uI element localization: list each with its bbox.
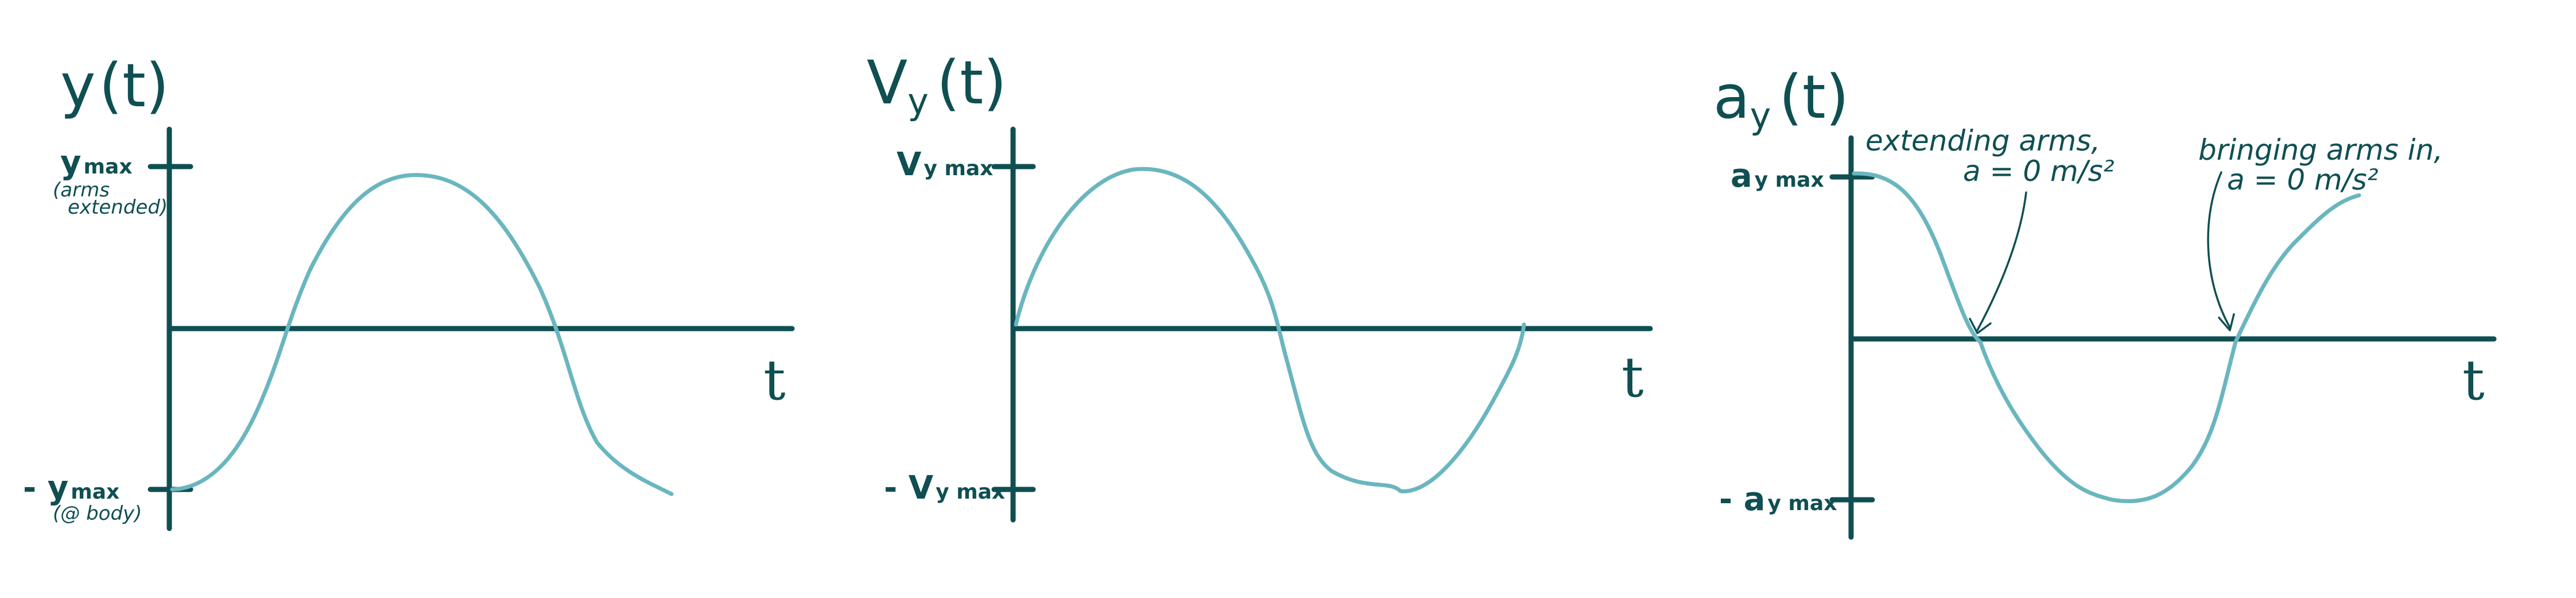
- annotation-arrowhead-1: [1969, 318, 1992, 334]
- acceleration-graph-title: ay(t): [1713, 62, 1849, 137]
- annotation-extending-arms: extending arms,: [1865, 124, 2100, 157]
- position-graph-title: y(t): [60, 51, 169, 121]
- annotation-bringing-accel: a = 0 m/s²: [2227, 163, 2379, 196]
- acceleration-curve: [1852, 171, 2361, 503]
- annotation-bringing-arms: bringing arms in,: [2198, 133, 2443, 167]
- position-max-note-line2: extended): [68, 196, 168, 219]
- position-max-note-line1: (arms: [53, 179, 110, 202]
- annotation-arrow-2: [2207, 171, 2231, 329]
- position-min-note: (@ body): [53, 502, 142, 525]
- velocity-t-label: t: [1621, 345, 1644, 410]
- position-curve: [170, 173, 674, 496]
- annotation-arrowhead-2: [2218, 313, 2235, 331]
- annotation-extending-accel: a = 0 m/s²: [1963, 155, 2115, 188]
- velocity-graph-title: Vy(t): [867, 48, 1007, 122]
- position-t-label: t: [763, 348, 786, 412]
- acceleration-t-label: t: [2462, 348, 2485, 412]
- annotation-arrow-1: [1976, 191, 2027, 331]
- velocity-curve: [1014, 167, 1526, 493]
